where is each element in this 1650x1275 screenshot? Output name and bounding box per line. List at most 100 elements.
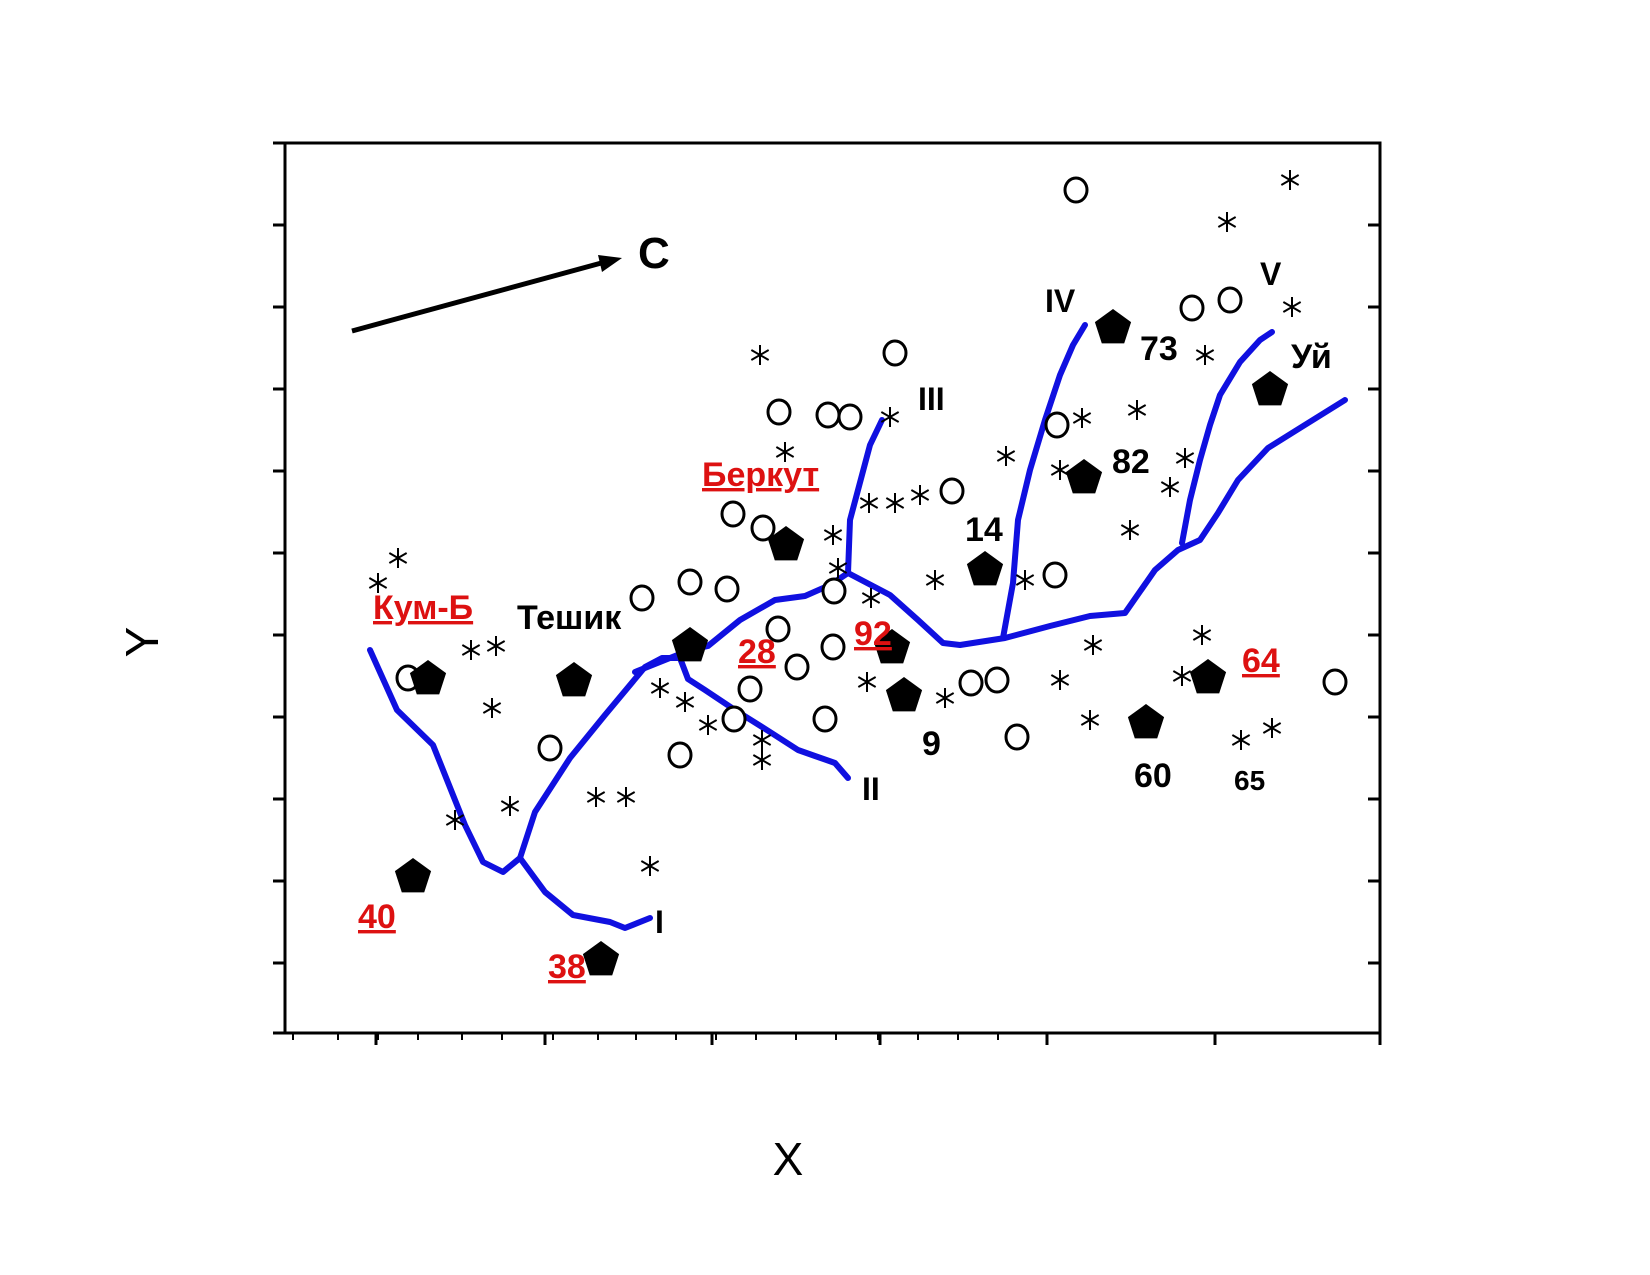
asterisk-marker xyxy=(1172,666,1192,686)
asterisk-marker xyxy=(500,796,520,816)
pentagon-marker xyxy=(885,677,923,712)
point-label: Кум-Б xyxy=(373,589,473,627)
north-arrow-head-icon xyxy=(598,255,622,272)
asterisk-markers xyxy=(368,170,1302,876)
asterisk-marker xyxy=(1217,212,1237,232)
asterisk-marker xyxy=(1080,710,1100,730)
river-label: IV xyxy=(1045,283,1076,319)
asterisk-marker xyxy=(640,856,660,876)
plot-frame xyxy=(283,141,1382,1035)
open-circle-marker xyxy=(882,339,908,367)
river-label: V xyxy=(1260,256,1282,292)
asterisk-marker xyxy=(861,588,881,608)
point-label: 82 xyxy=(1112,443,1150,481)
open-circle-marker xyxy=(629,584,655,612)
asterisk-marker xyxy=(368,573,388,593)
asterisk-marker xyxy=(445,810,465,830)
asterisk-marker xyxy=(752,750,772,770)
open-circle-marker xyxy=(984,666,1010,694)
open-circle-marker xyxy=(766,398,792,426)
asterisk-marker xyxy=(775,442,795,462)
asterisk-marker xyxy=(880,407,900,427)
asterisk-marker xyxy=(482,698,502,718)
point-label: Уй xyxy=(1291,338,1332,376)
pentagon-marker xyxy=(1065,459,1103,494)
point-label: 9 xyxy=(922,725,941,763)
river-line xyxy=(632,397,1348,675)
north-arrow-shaft xyxy=(351,259,606,334)
open-circle-marker xyxy=(958,669,984,697)
point-label: 73 xyxy=(1140,330,1178,368)
open-circle-marker xyxy=(667,741,693,769)
north-arrow: С xyxy=(351,229,670,334)
asterisk-marker xyxy=(1015,570,1035,590)
asterisk-marker xyxy=(650,678,670,698)
y-axis-title: Y xyxy=(116,627,168,658)
asterisk-marker xyxy=(1282,297,1302,317)
pentagon-marker xyxy=(409,660,447,695)
x-axis-title: X xyxy=(773,1133,804,1185)
open-circle-marker xyxy=(677,568,703,596)
pentagon-marker xyxy=(1094,309,1132,344)
asterisk-marker xyxy=(461,640,481,660)
open-circle-marker xyxy=(837,403,863,431)
point-label: 60 xyxy=(1134,757,1172,795)
asterisk-marker xyxy=(752,730,772,750)
pentagon-marker xyxy=(555,662,593,697)
asterisk-marker xyxy=(828,558,848,578)
north-arrow-label: С xyxy=(638,229,670,278)
open-circle-marker xyxy=(537,734,563,762)
asterisk-marker xyxy=(910,485,930,505)
asterisk-marker xyxy=(1160,477,1180,497)
pentagon-marker xyxy=(394,858,432,893)
asterisk-marker xyxy=(1072,408,1092,428)
river-line xyxy=(517,655,851,861)
axis-ticks xyxy=(273,141,1382,1045)
pentagon-markers xyxy=(394,309,1289,976)
point-label: 65 xyxy=(1234,765,1265,796)
open-circle-marker xyxy=(765,615,791,643)
river-label: I xyxy=(655,904,664,940)
river-label: III xyxy=(918,381,945,417)
asterisk-marker xyxy=(1195,345,1215,365)
open-circle-marker xyxy=(820,633,846,661)
asterisk-marker xyxy=(925,570,945,590)
asterisk-marker xyxy=(935,688,955,708)
open-circle-marker xyxy=(815,401,841,429)
river-line xyxy=(367,647,653,931)
pentagon-marker xyxy=(1251,371,1289,406)
asterisk-marker xyxy=(1231,730,1251,750)
open-circle-marker xyxy=(1063,176,1089,204)
open-circle-marker xyxy=(1322,668,1348,696)
asterisk-marker xyxy=(486,636,506,656)
open-circle-marker xyxy=(737,675,763,703)
open-circle-marker xyxy=(720,500,746,528)
open-circle-marker xyxy=(721,705,747,733)
pentagon-marker xyxy=(767,526,805,561)
open-circle-marker xyxy=(784,653,810,681)
point-label: Тешик xyxy=(517,599,622,637)
asterisk-marker xyxy=(1262,718,1282,738)
point-label: 38 xyxy=(548,948,586,986)
river-lines xyxy=(367,322,1348,931)
asterisk-marker xyxy=(698,715,718,735)
asterisk-marker xyxy=(1127,400,1147,420)
point-label: 92 xyxy=(854,615,892,653)
point-label: Беркут xyxy=(702,456,819,494)
asterisk-marker xyxy=(388,548,408,568)
point-label: 28 xyxy=(738,633,776,671)
pentagon-marker xyxy=(873,629,911,664)
open-circle-marker xyxy=(1004,723,1030,751)
open-circle-marker xyxy=(750,514,776,542)
pentagon-marker xyxy=(671,627,709,662)
asterisk-marker xyxy=(1192,625,1212,645)
open-circle-markers xyxy=(395,176,1348,769)
river-line xyxy=(1179,329,1275,546)
river-label: II xyxy=(862,771,880,807)
river-line xyxy=(845,417,885,576)
point-label: 14 xyxy=(965,511,1003,549)
open-circle-marker xyxy=(1044,411,1070,439)
